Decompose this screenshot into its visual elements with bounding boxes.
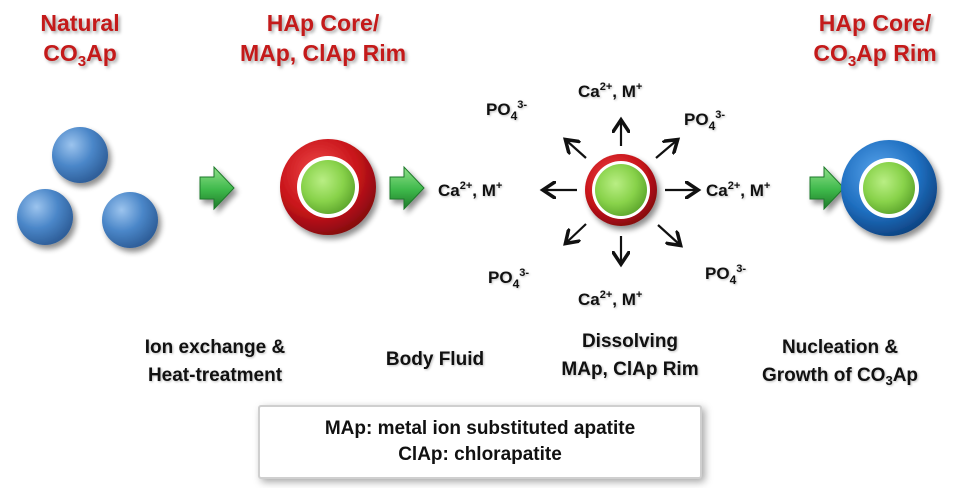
ion-po: PO (684, 110, 709, 129)
heading-natural-co: CO (43, 40, 78, 66)
ion-label-phosphate-bottom-left: PO43- (488, 267, 530, 291)
caption-nucleation-sub3: 3 (885, 373, 893, 388)
ion-ca: Ca (578, 290, 600, 309)
ion-po-sub: 4 (510, 109, 518, 123)
ion-po: PO (705, 264, 730, 283)
ion-label-cation-top: Ca2+, M+ (578, 81, 643, 104)
ion-label-cation-bottom: Ca2+, M+ (578, 289, 643, 312)
arrow-up-left (567, 141, 587, 159)
ion-m-charge: + (635, 289, 643, 301)
ion-m-charge: + (635, 81, 643, 93)
caption-ion-exchange-line2: Heat-treatment (147, 365, 283, 386)
ion-po-sub: 4 (512, 277, 520, 291)
caption-nucleation: Nucleation & Growth of CO3Ap (740, 334, 940, 391)
ion-label-phosphate-top-left: PO43- (486, 99, 528, 123)
ion-label-cation-left: Ca2+, M+ (438, 180, 503, 203)
ion-m-charge: + (763, 180, 771, 192)
ion-ca: Ca (578, 82, 600, 101)
ion-po-charge: 3- (736, 263, 747, 275)
arrow-down-left (567, 223, 587, 242)
heading-hap-core-co3-line2: CO3Ap Rim (800, 38, 950, 72)
ion-ca-charge: 2+ (459, 180, 473, 192)
ion-ca-charge: 2+ (599, 289, 613, 301)
ion-po: PO (488, 268, 513, 287)
legend-box: MAp: metal ion substituted apatite ClAp:… (258, 405, 702, 479)
caption-body-fluid: Body Fluid (360, 346, 510, 374)
ion-label-phosphate-bottom-right: PO43- (705, 263, 747, 287)
ion-m: , M (472, 181, 496, 200)
heading-natural-co3ap: Natural CO3Ap (20, 8, 140, 72)
process-arrow-3 (809, 165, 845, 211)
ion-label-phosphate-top-right: PO43- (684, 109, 726, 133)
dissolution-arrows (545, 122, 696, 262)
ion-po-charge: 3- (519, 267, 530, 279)
legend-clap: ClAp: chlorapatite (398, 444, 562, 465)
heading-hap-core-co3ap-rim: HAp Core/ CO3Ap Rim (800, 8, 950, 72)
heading-natural-ap: Ap (86, 40, 117, 66)
arrow-down-right (657, 224, 679, 244)
ion-label-cation-right: Ca2+, M+ (706, 180, 771, 203)
process-arrow-1 (199, 165, 235, 211)
core-blue-rim-particle (841, 140, 937, 236)
ion-m: , M (612, 82, 636, 101)
ion-po-sub: 4 (708, 119, 716, 133)
heading-co3-co: CO (813, 40, 848, 66)
arrow-up-right (655, 141, 676, 159)
legend-map: MAp: metal ion substituted apatite (324, 418, 636, 439)
heading-natural-line1: Natural (40, 10, 120, 36)
ion-m-charge: + (495, 180, 503, 192)
heading-hap-core-line1: HAp Core/ (266, 10, 380, 36)
heading-natural-sub3: 3 (77, 53, 87, 70)
heading-co3-ap-rim: Ap Rim (856, 40, 937, 66)
ion-ca-charge: 2+ (727, 180, 741, 192)
ion-po-charge: 3- (715, 109, 726, 121)
dissolving-particle (585, 154, 657, 226)
caption-dissolving-line1: Dissolving (581, 331, 679, 352)
natural-particle-top (52, 127, 108, 183)
caption-dissolving: Dissolving MAp, ClAp Rim (530, 328, 730, 384)
caption-nucleation-ap: Ap (892, 365, 919, 386)
natural-particle-left (17, 189, 73, 245)
ion-m: , M (740, 181, 764, 200)
caption-body-fluid-text: Body Fluid (385, 349, 485, 370)
ion-ca: Ca (706, 181, 728, 200)
caption-nucleation-growth: Growth of CO (761, 365, 886, 386)
process-arrow-2 (389, 165, 425, 211)
caption-ion-exchange: Ion exchange & Heat-treatment (115, 334, 315, 390)
ion-po-charge: 3- (517, 99, 528, 111)
heading-co3-sub3: 3 (847, 53, 857, 70)
ion-m: , M (612, 290, 636, 309)
ion-po: PO (486, 100, 511, 119)
caption-dissolving-line2: MAp, ClAp Rim (561, 359, 699, 380)
ion-po-sub: 4 (729, 273, 737, 287)
caption-nucleation-line1: Nucleation & (781, 337, 899, 358)
caption-ion-exchange-line1: Ion exchange & (144, 337, 286, 358)
core-red-rim-particle (280, 139, 376, 235)
caption-nucleation-line2: Growth of CO3Ap (740, 362, 940, 391)
heading-hap-core-line2: MAp, ClAp Rim (239, 40, 407, 66)
natural-particles (17, 127, 158, 248)
heading-hap-core-mixed-rim: HAp Core/ MAp, ClAp Rim (218, 8, 428, 68)
heading-hap-core-co3-line1: HAp Core/ (818, 10, 932, 36)
natural-particle-right (102, 192, 158, 248)
heading-natural-line2: CO3Ap (20, 38, 140, 72)
ion-ca: Ca (438, 181, 460, 200)
ion-ca-charge: 2+ (599, 81, 613, 93)
